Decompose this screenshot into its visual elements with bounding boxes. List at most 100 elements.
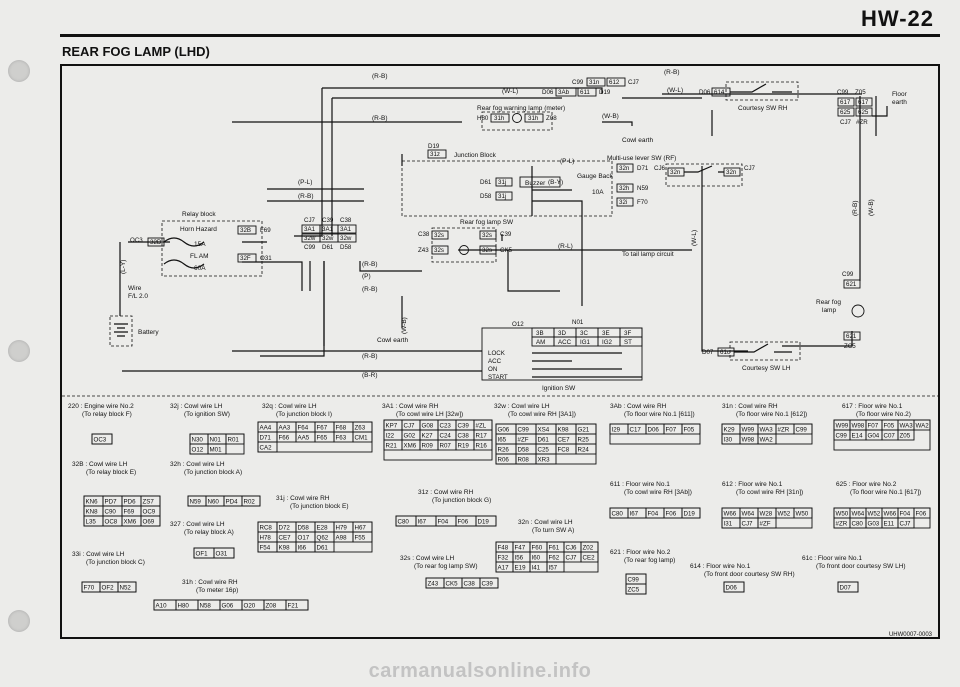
connector-pin xyxy=(897,429,915,441)
wire-labels: (R-B) (W-L) (R-B) (R-B) (W-L) (W-B) (P-L… xyxy=(120,69,875,379)
legend-title: 31j : Cowl wire RH xyxy=(276,495,330,502)
terminal-label: 31h xyxy=(528,115,539,122)
battery-cells xyxy=(114,323,128,337)
connector-pin-label: E28 xyxy=(317,525,329,532)
svg-text:32w: 32w xyxy=(304,235,316,242)
connector-pin xyxy=(207,443,227,455)
terminal-box xyxy=(837,107,855,117)
terminal-box xyxy=(237,253,257,263)
connector-pin-label: R02 xyxy=(244,499,256,506)
rear-fog-switch: Rear fog lamp SW C38 32s 32s C39 Z43 32s… xyxy=(377,219,674,344)
terminal-label: D06 xyxy=(542,89,554,96)
top-terminals: C99 31n 612 CJ7 D06 3Ab 611 D19 Rear fog… xyxy=(477,77,908,162)
warning-lamp-label: Rear fog warning lamp (meter) xyxy=(477,105,565,112)
connector-pin-label: F04 xyxy=(438,519,449,526)
multi-use-label: Multi-use lever SW (RF) xyxy=(607,155,676,162)
connector-pin-label: C23 xyxy=(440,423,452,430)
svg-text:ZC5: ZC5 xyxy=(844,343,856,350)
connector-pin-label: Z08 xyxy=(266,603,277,610)
terminal-label: 612 xyxy=(609,79,620,86)
connector-pin-label: N30 xyxy=(192,437,204,444)
legend-subtitle: (To rear fog lamp SW) xyxy=(414,563,478,570)
fog-indicator xyxy=(459,245,469,255)
battery-label: Battery xyxy=(138,329,159,336)
connector-pin-label: D19 xyxy=(478,519,490,526)
svg-text:Z43: Z43 xyxy=(418,247,429,254)
connector-pin xyxy=(225,433,245,445)
connector-pin-label: F63 xyxy=(336,435,347,442)
connector-pin-label: R16 xyxy=(476,443,488,450)
terminal-label: D19 xyxy=(428,143,440,150)
wire-fl-label: F/L 2.0 xyxy=(128,293,148,300)
courtesy-rh-switch xyxy=(730,83,792,93)
junction-block: D19 31z Junction Block D61 31j D58 31j B… xyxy=(401,143,649,217)
svg-text:3A1: 3A1 xyxy=(304,226,316,233)
svg-text:ACC: ACC xyxy=(488,358,502,365)
connector-pin-label: R26 xyxy=(498,447,510,454)
wire-f70 xyxy=(532,200,583,306)
connector-pin-label: RC8 xyxy=(260,525,273,532)
connector-pin-label: Z05 xyxy=(900,433,911,440)
connector-pin-label: R24 xyxy=(578,447,590,454)
connector-pin-label: H67 xyxy=(355,525,367,532)
connector-pin xyxy=(913,419,931,431)
connector-pin-label: C24 xyxy=(440,433,452,440)
wire-label: (R-B) xyxy=(664,69,680,76)
connector-pin-label: I66 xyxy=(298,545,307,552)
connector-pin-label: C99 xyxy=(796,427,808,434)
multi-use-contact xyxy=(684,165,724,173)
courtesy-lh-outline xyxy=(729,341,801,361)
legend-title: 32s : Cowl wire LH xyxy=(400,555,454,562)
wire-label: (W-B) xyxy=(602,113,619,120)
connector-pin-label: F68 xyxy=(336,425,347,432)
connector-pin-label: A98 xyxy=(336,535,348,542)
wire-label: (L-Y) xyxy=(120,260,127,274)
svg-text:N01: N01 xyxy=(572,319,584,326)
terminal-label: 617 xyxy=(858,99,869,106)
terminal-box xyxy=(855,97,873,107)
connector-pin-label: W64 xyxy=(742,511,755,518)
connector-pin-label: C38 xyxy=(458,433,470,440)
buzzer-box xyxy=(519,176,561,188)
wire-r-b-top xyxy=(294,87,603,237)
wire-rear-fog-lamp xyxy=(782,331,853,347)
legend-subtitle: (To cowl wire RH [31n]) xyxy=(736,489,803,496)
connector-pin-label: XR3 xyxy=(538,457,551,464)
connector-pin-label: XM6 xyxy=(124,519,137,526)
legend-subtitle: (To floor wire No.1 [612]) xyxy=(736,411,807,418)
multi-use-switch: CJ6 32n 32n CJ7 xyxy=(654,163,756,187)
terminal-box xyxy=(427,149,447,159)
legend-subtitle: (To relay block E) xyxy=(86,469,136,476)
connector-pin-label: G08 xyxy=(422,423,434,430)
connector-pin-label: O12 xyxy=(192,447,204,454)
legend-subtitle: (To rear fog lamp) xyxy=(624,557,675,564)
wire-label: (P-L) xyxy=(298,179,312,186)
connector-pin xyxy=(117,581,137,593)
terminal-box xyxy=(723,167,741,177)
legend-title: 3Ab : Cowl wire RH xyxy=(610,403,667,410)
connector-pin-label: OC9 xyxy=(143,509,156,516)
connector-pin-label: C17 xyxy=(630,427,642,434)
terminal-label: Z05 xyxy=(855,89,866,96)
connector-pin-label: W50 xyxy=(836,511,849,518)
wire-label: (P-L) xyxy=(560,158,574,165)
connector-pin-label: OC3 xyxy=(94,437,107,444)
connector-pin-label: F06 xyxy=(916,511,927,518)
connector-pin-label: C38 xyxy=(464,581,476,588)
wire-label: (W-B) xyxy=(868,199,875,216)
connector-pin-label: I41 xyxy=(532,565,541,572)
connector-pin-label: Q62 xyxy=(317,535,329,542)
terminal-label: 31n xyxy=(589,79,600,86)
wire-label: (R-B) xyxy=(298,193,314,200)
connector-pin xyxy=(837,581,859,593)
connector-pin-label: F06 xyxy=(666,511,677,518)
connector-pin-label: WA3 xyxy=(900,423,914,430)
connector-pin-label: I56 xyxy=(515,555,524,562)
connector-pin-label: R19 xyxy=(458,443,470,450)
legend-subtitle: (To cowl wire LH [32w]) xyxy=(396,411,463,418)
fusible-links xyxy=(163,237,205,269)
connector-pin-label: W50 xyxy=(796,511,809,518)
connector-pin-label: #ZR xyxy=(836,521,848,528)
connector-pin-label: D61 xyxy=(538,437,550,444)
connector-pin-label: K98 xyxy=(558,427,570,434)
